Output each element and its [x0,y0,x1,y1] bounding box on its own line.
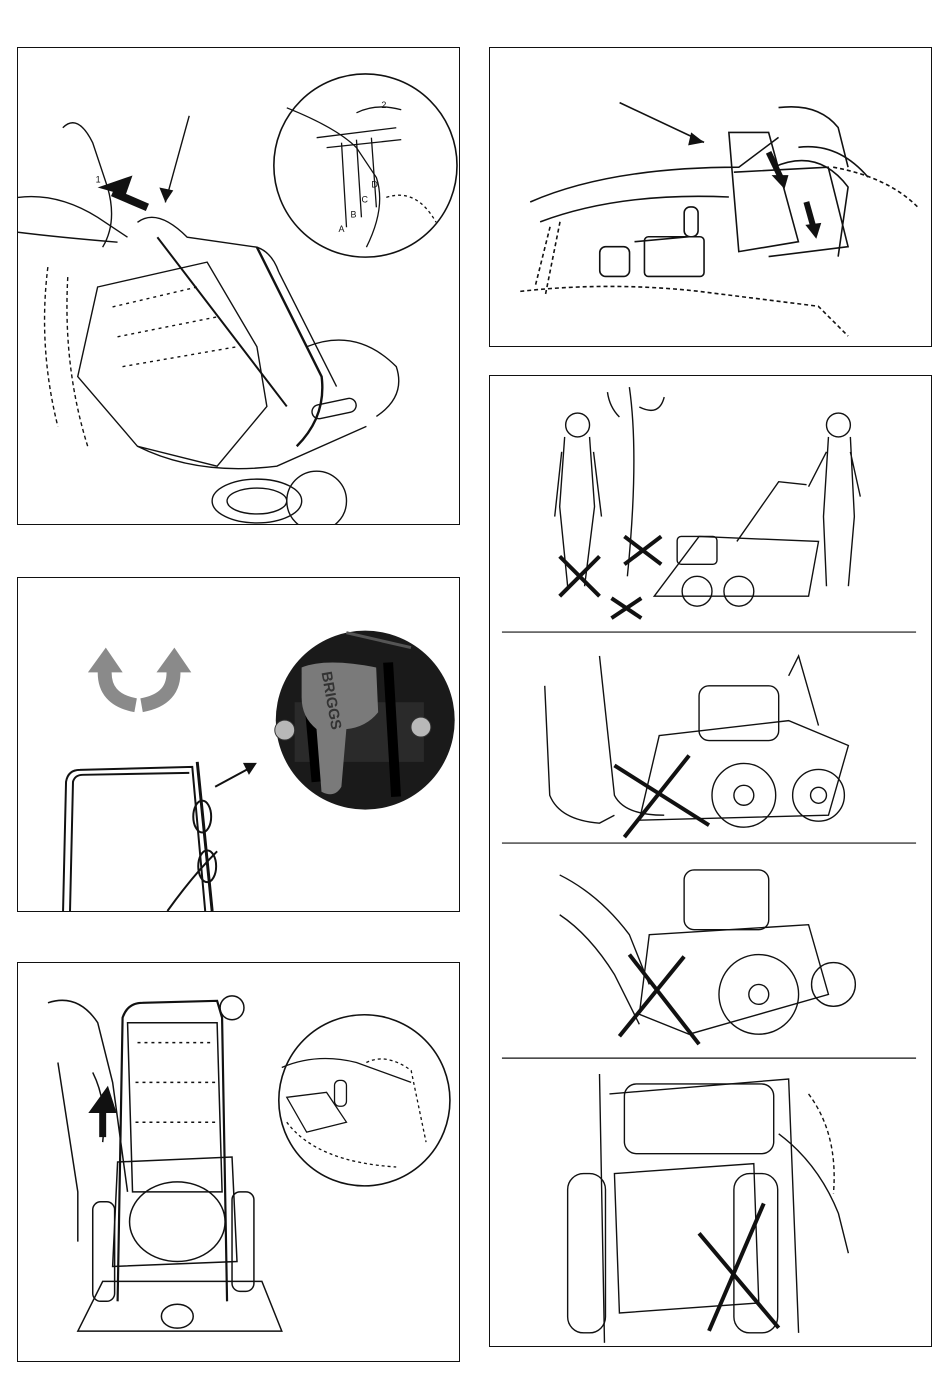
cable-detail-circle [274,74,457,257]
rotate-arrows-icon [88,648,191,706]
subfigure-chute [568,1074,849,1343]
subfigure-bystanders [555,387,861,606]
step-2-label: 2 [381,100,386,110]
subfigure-feet [545,656,849,827]
detail-letter-c: C [361,194,368,204]
engine-switch-drawing: BRIGGS [18,578,459,911]
warning-cross-bystanders [560,536,662,618]
figure-front-view [17,962,460,1362]
handle-folding-drawing [490,48,931,346]
figure-engine-switch: BRIGGS [17,577,460,912]
figure-handle-folding [489,47,932,347]
front-view-drawing [18,963,459,1361]
warning-cross-chute [699,1203,779,1330]
detail-letter-b: B [350,209,356,219]
warning-cross-feet [614,755,709,837]
lever-detail-circle [279,1015,450,1186]
cable-adjustment-drawing: 2 1 A B C D [18,48,459,524]
subfigure-hands [560,870,856,1034]
warning-cross-hands [619,955,699,1045]
detail-letter-d: D [371,179,378,189]
detail-letter-a: A [339,224,345,234]
figure-safety-warnings [489,375,932,1347]
safety-warnings-drawing [490,376,931,1346]
step-1-label: 1 [96,174,101,184]
figure-cable-adjustment: 2 1 A B C D [17,47,460,525]
